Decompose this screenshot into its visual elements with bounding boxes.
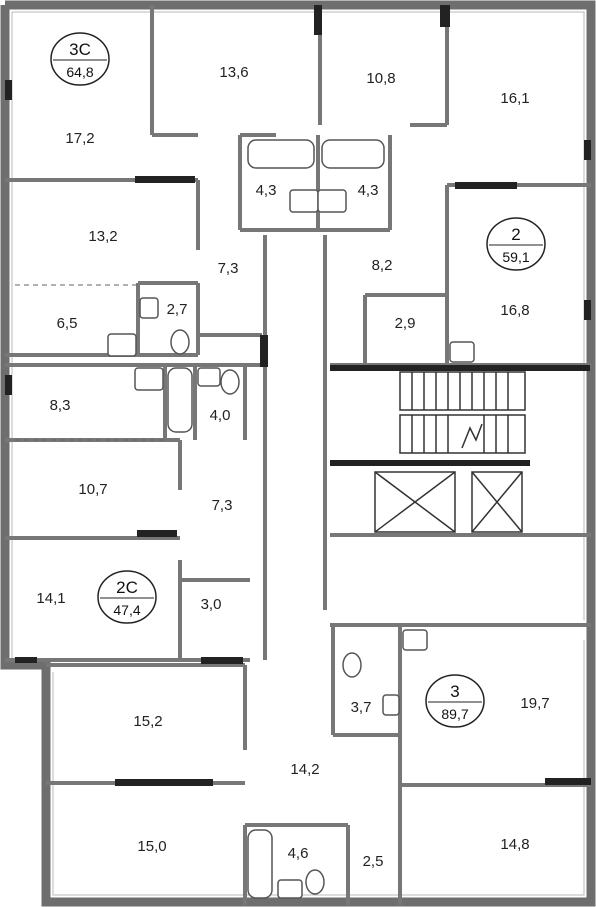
apartment-area: 64,8 <box>66 64 93 80</box>
apartment-area: 59,1 <box>502 249 529 265</box>
apartment-badge-2s: 2С 47,4 <box>97 570 157 624</box>
apartment-type: 2С <box>116 578 138 597</box>
room-area-label: 13,2 <box>88 228 117 245</box>
room-area-label: 8,2 <box>372 257 393 274</box>
elevators <box>374 471 523 533</box>
apartment-badge-3s: 3С 64,8 <box>50 32 110 86</box>
room-area-label: 7,3 <box>218 260 239 277</box>
room-area-label: 4,6 <box>288 845 309 862</box>
room-area-label: 16,1 <box>500 90 529 107</box>
apartment-type: 3 <box>450 682 459 701</box>
apartment-area: 47,4 <box>113 602 140 618</box>
room-area-label: 15,0 <box>137 838 166 855</box>
room-area-label: 10,7 <box>78 481 107 498</box>
apartment-badge-3: 3 89,7 <box>425 674 485 728</box>
room-area-label: 6,5 <box>57 315 78 332</box>
room-area-label: 14,1 <box>36 590 65 607</box>
zone-dividers <box>15 284 165 441</box>
structural-columns <box>5 5 591 786</box>
room-area-label: 2,7 <box>167 301 188 318</box>
room-area-label: 10,8 <box>366 70 395 87</box>
room-area-label: 2,9 <box>395 315 416 332</box>
room-area-label: 4,3 <box>256 182 277 199</box>
apartment-area: 89,7 <box>441 706 468 722</box>
apartment-type: 3С <box>69 40 91 59</box>
room-area-label: 8,3 <box>50 397 71 414</box>
room-area-label: 3,0 <box>201 596 222 613</box>
apartment-type: 2 <box>511 225 520 244</box>
room-area-label: 13,6 <box>219 64 248 81</box>
room-labels: 17,2 13,6 10,8 16,1 4,3 4,3 13,2 7,3 8,2… <box>36 64 549 870</box>
room-area-label: 16,8 <box>500 302 529 319</box>
room-area-label: 17,2 <box>65 130 94 147</box>
room-area-label: 4,0 <box>210 407 231 424</box>
room-area-label: 14,8 <box>500 836 529 853</box>
apartment-badge-2: 2 59,1 <box>486 217 546 271</box>
room-area-label: 2,5 <box>363 853 384 870</box>
room-area-label: 19,7 <box>520 695 549 712</box>
room-area-label: 14,2 <box>290 761 319 778</box>
bath-fixtures <box>107 139 475 899</box>
room-area-label: 15,2 <box>133 713 162 730</box>
room-area-label: 3,7 <box>351 699 372 716</box>
room-area-label: 7,3 <box>212 497 233 514</box>
staircase <box>399 371 526 454</box>
room-area-label: 4,3 <box>358 182 379 199</box>
